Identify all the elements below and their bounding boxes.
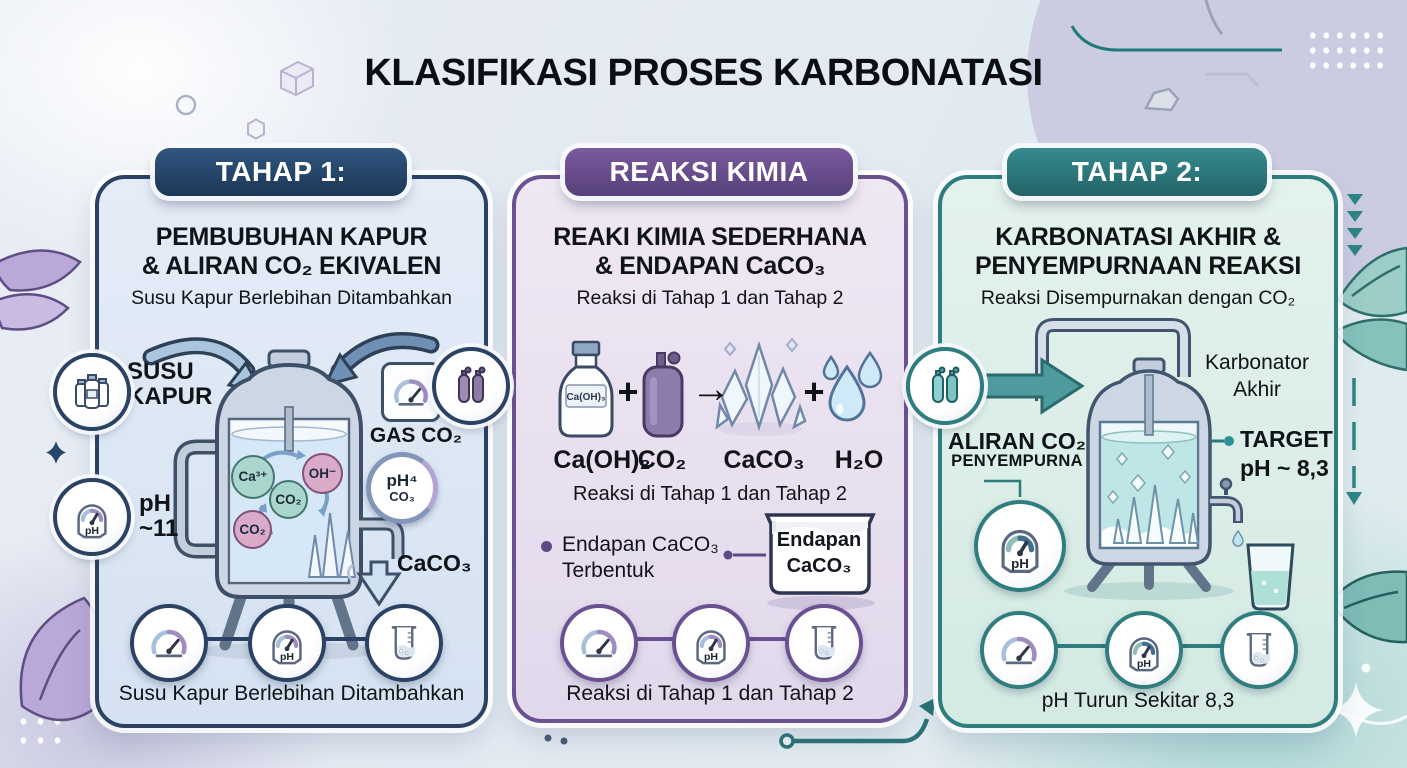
ph-meter-icon: pH [53,478,131,556]
stage1-subheading: Susu Kapur Berlebihan Ditambahkan [131,287,452,309]
panel-reaction: REAKI KIMIA SEDERHANA & ENDAPAN CaCO₃ Re… [512,175,908,723]
gas-cylinder-icon [642,351,684,438]
dashed-down-arrow [1346,378,1362,505]
beaker-icon [1220,611,1298,689]
stage1-badge: TAHAP 1: [155,148,407,196]
endapan-beaker [764,513,876,610]
svg-text:pH: pH [1011,556,1029,571]
teal-leaves-right [1331,246,1407,372]
svg-text:pH: pH [704,651,718,663]
chevrons-down-icon [1347,194,1363,256]
decor-small-dots [544,734,568,745]
ph-co3-badge: pH⁴ CO₃ [366,452,438,524]
ion-oh: OH⁻ [302,453,343,494]
reaction-badge: REAKSI KIMIA [565,148,853,196]
formula-caoh2: Ca(OH)₂ [553,446,651,474]
co2-flow-arrow [978,357,1085,415]
beaker-icon [785,604,863,682]
reaction-arrow: → [691,367,731,411]
panel-stage1: PEMBUBUHAN KAPUR & ALIRAN CO₂ EKIVALEN S… [95,175,488,728]
gauge-icon [980,611,1058,689]
label-ph-11: pH ~11 [139,490,179,543]
gauge-icon [560,604,638,682]
bottle-icon: Ca(OH)₃ [558,340,614,438]
gas-cylinders-icon [906,347,984,425]
label-caco3: CaCO₃ [397,550,472,576]
panel-stage2: KARBONATASI AKHIR & PENYEMPURNAAN REAKSI… [938,175,1338,728]
gas-cylinders-icon [432,347,510,425]
hexagon-icon [247,118,265,140]
plus-sign: + [803,371,825,412]
purple-leaves-left [0,249,82,331]
reaction-equation-illustration: Ca(OH)₃ [558,337,883,610]
glass-icon [1246,543,1295,611]
label-karbonator-akhir: Karbonator Akhir [1205,351,1309,402]
bullet-dot [541,541,552,552]
label-gas-co2: GAS CO₂ [369,424,463,447]
ion-co2-teal: CO₂ [269,480,308,519]
bottle-label: Ca(OH)₃ [566,392,605,403]
label-susu-kapur: SUSU KAPUR [127,358,213,411]
stage1-footer: Susu Kapur Berlebihan Ditambahkan [118,682,465,705]
tap-icon [1210,477,1244,547]
milk-bottles-icon [53,353,131,431]
gauge-icon [130,604,208,682]
reaction-subheading: Reaksi di Tahap 1 dan Tahap 2 [576,287,844,309]
formula-co2: CO₂ [637,446,687,474]
circle-outline-icon [175,94,197,116]
ion-co2-pink: CO₂ [233,510,272,549]
ph-meter-icon: pH [248,604,326,682]
plus-sign: + [617,371,639,412]
down-arrow-caco3 [356,560,402,607]
page-title: KLASIFIKASI PROSES KARBONATASI [364,52,1043,94]
ion-ca: Ca³⁺ [231,455,275,499]
reaction-mid-text: Reaksi di Tahap 1 dan Tahap 2 [573,483,847,505]
bullet-endapan-text: Endapan CaCO₃ Terbentuk [562,533,719,583]
formula-h2o: H₂O [834,446,884,474]
decor-dots-grid-bottomleft [15,712,67,752]
endapan-beaker-label: Endapan CaCO₃ [776,529,862,577]
inflow-arrow-right [322,332,440,388]
sparkle-diamond-icon [46,441,66,464]
label-target-ph: TARGET pH ~ 8,3 [1240,426,1333,481]
ph-meter-icon: pH [974,500,1066,592]
crystal-icon [715,337,807,436]
teal-leaf-bottomright [1328,570,1407,644]
reaction-footer: Reaksi di Tahap 1 dan Tahap 2 [566,682,854,705]
stage2-footer: pH Turun Sekitar 8,3 [1041,689,1235,712]
label-aliran-co2: ALIRAN CO₂ PENYEMPURNA [948,428,1086,471]
stage2-badge: TAHAP 2: [1007,148,1267,196]
svg-text:pH: pH [1137,658,1151,670]
reaction-heading: REAKI KIMIA SEDERHANA & ENDAPAN CaCO₃ [553,223,867,280]
beaker-icon [365,604,443,682]
formula-caco3: CaCO₃ [723,446,805,474]
ph-meter-icon: pH [672,604,750,682]
svg-text:pH: pH [85,525,99,537]
svg-text:pH: pH [280,651,294,663]
water-drops-icon [822,350,883,422]
ph-meter-icon: pH [1105,611,1183,689]
